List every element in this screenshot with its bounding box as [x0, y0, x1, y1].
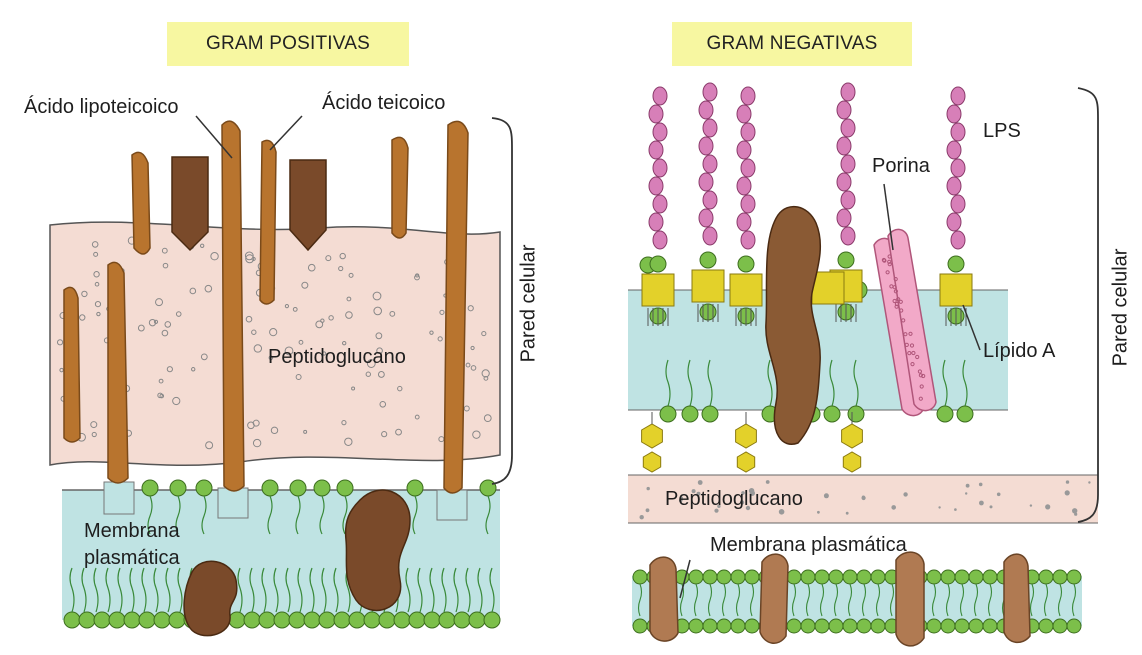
gn-lipid-a-label: Lípido A — [983, 340, 1055, 363]
gn-cell-wall-label: Pared celular — [1109, 249, 1132, 367]
gram-positive-title: GRAM POSITIVAS — [167, 22, 409, 66]
gp-cell-wall-label: Pared celular — [517, 245, 540, 363]
gram-negative-panel — [628, 83, 1098, 646]
gp-membrane-label-line2: plasmática — [84, 547, 180, 570]
gp-teichoic-acid-label: Ácido teicoico — [322, 92, 445, 115]
gp-peptidoglycan-label: Peptidoglucano — [268, 346, 406, 369]
gram-negative-title: GRAM NEGATIVAS — [672, 22, 912, 66]
gp-membrane-label-line1: Membrana — [84, 520, 180, 543]
gn-peptidoglycan-label: Peptidoglucano — [665, 488, 803, 511]
gn-membrane-label: Membrana plasmática — [710, 534, 907, 557]
gp-membrane-heads-bottom — [64, 612, 500, 628]
gn-porin-label: Porina — [872, 155, 930, 178]
gn-cell-wall-bracket — [1078, 88, 1098, 522]
gp-lipoteichoic-acid-label: Ácido lipoteicoico — [24, 96, 179, 119]
gn-lps-label: LPS — [983, 120, 1021, 143]
